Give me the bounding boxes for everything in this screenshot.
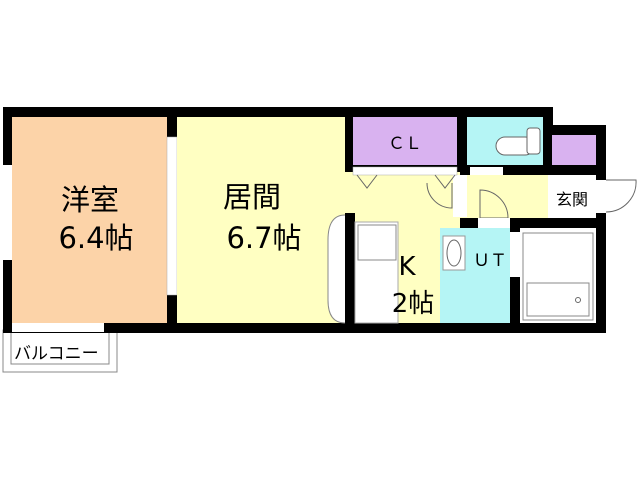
- kitchen-size: 2帖: [392, 289, 435, 319]
- utility-door: [478, 218, 510, 228]
- stove: [357, 224, 397, 261]
- entrance-door-opening: [596, 180, 606, 213]
- bath-door: [510, 232, 520, 277]
- living-room-label: 居間: [223, 180, 281, 214]
- kitchen-wall: [345, 213, 355, 323]
- closet: [353, 117, 457, 165]
- living-room: [177, 117, 345, 323]
- balcony: バルコニー: [2, 329, 118, 373]
- western-room-size: 6.4帖: [58, 221, 133, 255]
- bathtub: [526, 282, 590, 317]
- living-room-size: 6.7帖: [226, 221, 301, 255]
- door-swing: [479, 189, 509, 219]
- sink-icon: [446, 239, 462, 267]
- entrance: [548, 175, 596, 218]
- kitchen-partition: [327, 214, 346, 324]
- balcony-opening: [12, 323, 104, 332]
- shoe-closet: [552, 135, 596, 165]
- entrance-label: 玄関: [556, 190, 588, 209]
- utility-label: ＵＴ: [473, 251, 507, 271]
- window-west: [3, 165, 12, 260]
- entrance-door-swing: [605, 179, 637, 213]
- door-swing: [426, 182, 453, 209]
- toilet-icon: [495, 127, 541, 156]
- closet-door-swing: [434, 174, 456, 189]
- sliding-door: [166, 136, 178, 296]
- balcony-label: バルコニー: [14, 344, 99, 364]
- western-room: [12, 117, 167, 323]
- closet-doors: [352, 166, 458, 176]
- hall-opening: [453, 175, 467, 217]
- hallway: [460, 175, 548, 218]
- closet-label: ＣＬ: [388, 134, 422, 154]
- toilet-door: [470, 167, 503, 175]
- closet-door-swing: [356, 174, 378, 189]
- western-room-label: 洋室: [61, 183, 119, 217]
- drain-icon: [575, 297, 581, 303]
- kitchen-label: K: [398, 252, 416, 282]
